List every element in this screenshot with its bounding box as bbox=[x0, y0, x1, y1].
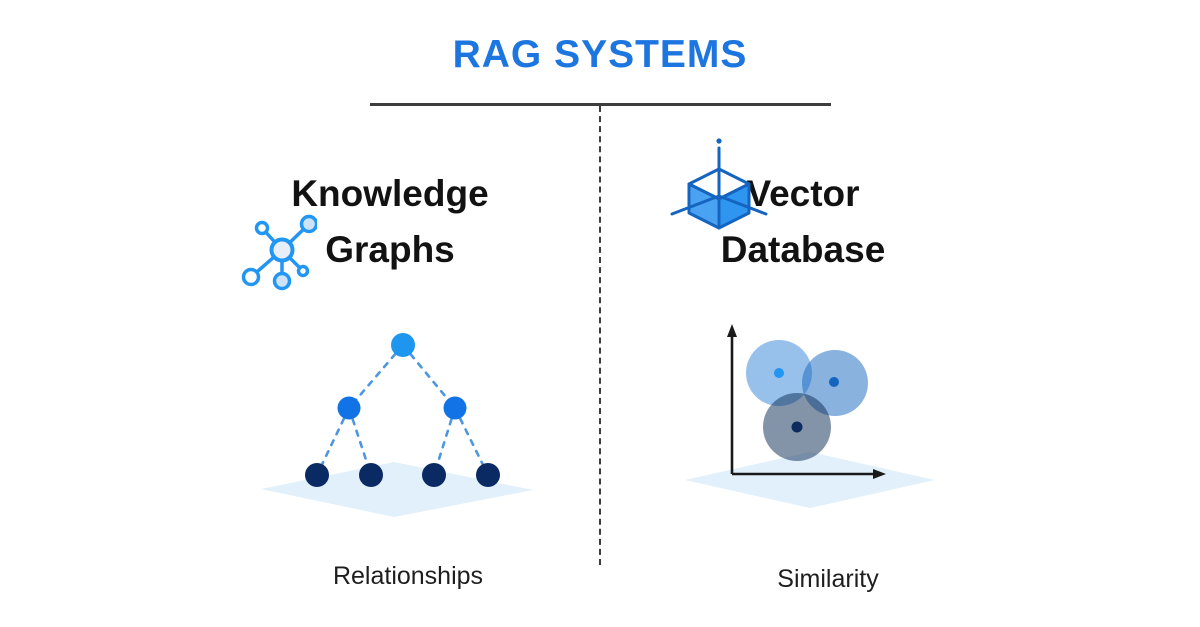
scatter-axes bbox=[727, 324, 886, 479]
scatter-platform-diamond bbox=[685, 452, 935, 508]
cluster-center-dot bbox=[829, 377, 839, 387]
tree-root-node bbox=[391, 333, 415, 357]
tree-leaf-node bbox=[305, 463, 329, 487]
cube-right-face bbox=[717, 182, 751, 230]
vector-database-heading-line2: Database bbox=[720, 229, 886, 270]
network-node bbox=[299, 214, 317, 234]
network-node bbox=[272, 271, 292, 291]
cluster-center-dot bbox=[791, 421, 803, 433]
page-title: RAG SYSTEMS bbox=[452, 33, 748, 76]
knowledge-graphs-heading-line1: Knowledge bbox=[291, 173, 489, 214]
vector-cube-icon bbox=[670, 138, 768, 230]
tree-leaf-node bbox=[422, 463, 446, 487]
network-node bbox=[241, 267, 261, 287]
similarity-caption: Similarity bbox=[777, 565, 879, 593]
tree-leaf-node bbox=[359, 463, 383, 487]
network-node bbox=[296, 264, 310, 278]
vector-database-heading-line1: Vector bbox=[746, 173, 860, 214]
x-axis-arrowhead bbox=[873, 469, 886, 479]
tree-leaf-node bbox=[476, 463, 500, 487]
tree-platform-diamond bbox=[261, 462, 533, 517]
tree-mid-node bbox=[337, 396, 361, 420]
relationships-caption: Relationships bbox=[332, 562, 484, 590]
vertical-dashed-divider bbox=[599, 106, 601, 565]
horizontal-divider bbox=[370, 103, 831, 106]
knowledge-graphs-heading-line2: Graphs bbox=[325, 229, 455, 270]
vector-similarity-illustration bbox=[685, 324, 935, 508]
network-node bbox=[254, 220, 270, 236]
knowledge-graphs-heading: Knowledge Graphs bbox=[240, 166, 540, 278]
network-center-node bbox=[269, 237, 295, 263]
cube-axis-top-dot bbox=[716, 138, 722, 144]
tree-mid-node bbox=[443, 396, 467, 420]
y-axis-arrowhead bbox=[727, 324, 737, 337]
cluster-center-dot bbox=[774, 368, 784, 378]
cube-axes bbox=[670, 146, 768, 216]
knowledge-graph-icon bbox=[241, 214, 317, 291]
knowledge-graph-tree-illustration bbox=[261, 333, 533, 517]
vector-database-heading: Vector Database bbox=[653, 166, 953, 278]
